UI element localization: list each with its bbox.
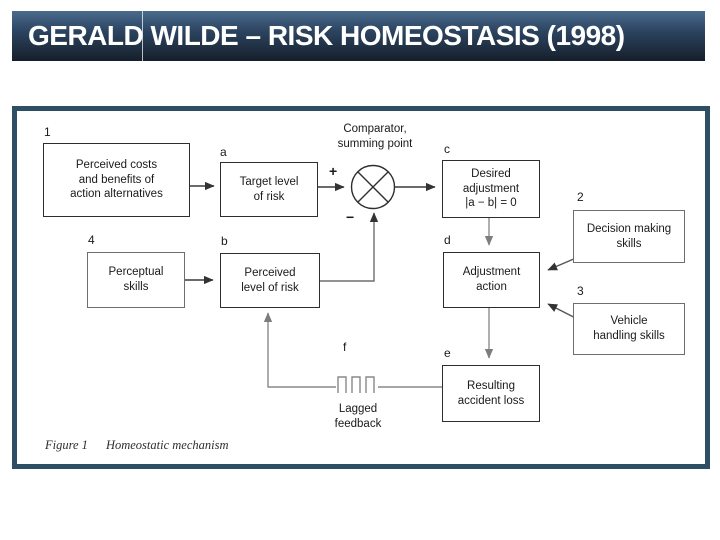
box-perceived-costs: Perceived costs and benefits of action a…	[43, 143, 190, 217]
box-desired-adjustment-label: Desired adjustment |a − b| = 0	[462, 167, 520, 210]
box-target-level: Target level of risk	[220, 162, 318, 217]
page-title: GERALD WILDE – RISK HOMEOSTASIS (1998)	[28, 20, 625, 51]
tag-4: 4	[88, 233, 95, 247]
figure-caption: Figure 1 Homeostatic mechanism	[45, 438, 228, 453]
tag-b: b	[221, 234, 228, 248]
minus-sign: −	[346, 209, 355, 225]
box-adjustment-action: Adjustment action	[443, 252, 540, 308]
feedback-break-symbol	[351, 376, 361, 393]
arrow-perceived-to-comparator	[320, 212, 379, 282]
title-divider-line	[142, 11, 143, 61]
box-perceived-level-label: Perceived level of risk	[241, 266, 299, 294]
box-adjustment-action-label: Adjustment action	[462, 266, 521, 293]
box-decision-skills: Decision making skills	[573, 210, 685, 263]
lagged-feedback-label: Lagged feedback	[334, 403, 382, 430]
title-bar: GERALD WILDE – RISK HOMEOSTASIS (1998)	[12, 11, 705, 61]
box-perceptual-skills: Perceptual skills	[87, 252, 185, 308]
arrow-feedback-to-perceived	[263, 312, 336, 388]
box-accident-loss: Resulting accident loss	[442, 365, 540, 422]
tag-2: 2	[577, 190, 584, 204]
feedback-break-symbol	[337, 376, 347, 393]
figure-caption-number: Figure 1	[45, 438, 88, 452]
tag-e: e	[444, 346, 451, 360]
box-target-level-label: Target level of risk	[239, 175, 299, 203]
plus-sign: +	[329, 163, 338, 179]
box-perceived-level: Perceived level of risk	[220, 253, 320, 308]
feedback-break-symbol	[365, 376, 375, 393]
box-accident-loss-label: Resulting accident loss	[457, 379, 525, 407]
box-desired-adjustment: Desired adjustment |a − b| = 0	[442, 160, 540, 218]
tag-a: a	[220, 145, 227, 159]
box-perceptual-skills-label: Perceptual skills	[108, 266, 164, 293]
comparator-label: Comparator, summing point	[337, 123, 413, 150]
tag-3: 3	[577, 284, 584, 298]
box-perceived-costs-label: Perceived costs and benefits of action a…	[70, 158, 163, 201]
comparator-x-mark	[357, 171, 389, 203]
box-decision-skills-label: Decision making skills	[586, 222, 672, 250]
tag-d: d	[444, 233, 451, 247]
box-vehicle-skills: Vehicle handling skills	[573, 303, 685, 355]
box-vehicle-skills-label: Vehicle handling skills	[593, 315, 665, 342]
tag-c: c	[444, 142, 450, 156]
figure-caption-text: Homeostatic mechanism	[105, 438, 229, 452]
tag-1: 1	[44, 125, 51, 139]
tag-f: f	[343, 340, 347, 354]
